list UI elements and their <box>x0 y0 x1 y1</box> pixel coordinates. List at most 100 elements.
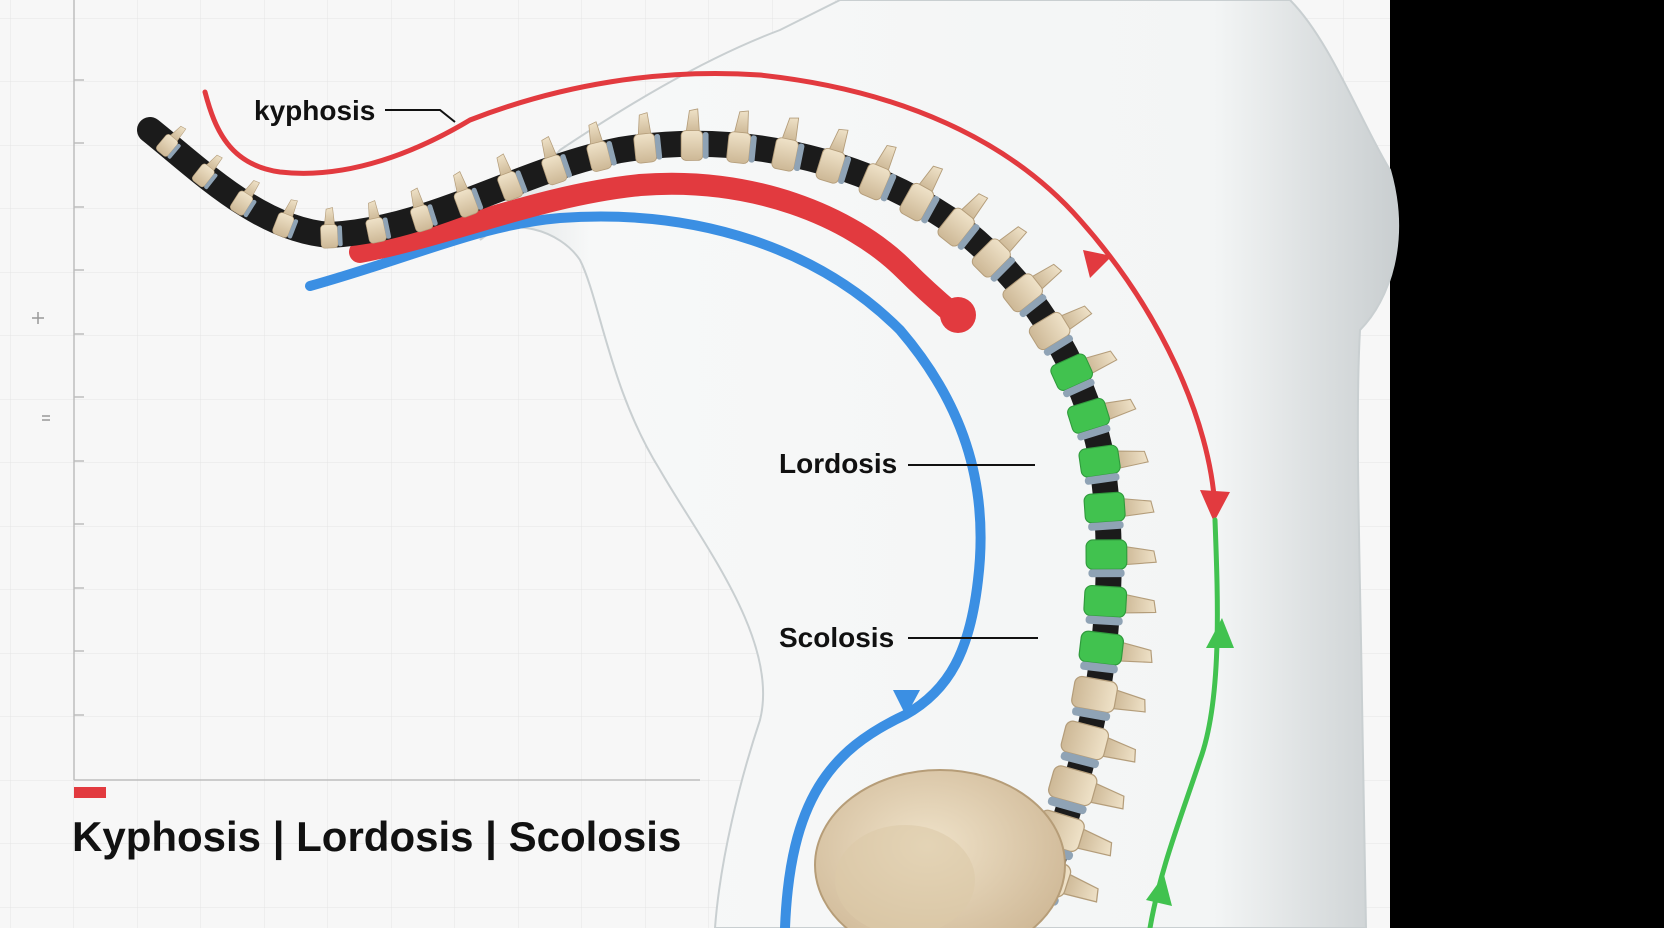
intervertebral-disc <box>382 217 392 239</box>
intervertebral-disc <box>990 257 1016 282</box>
vertebral-body <box>858 163 891 201</box>
vertebra <box>586 121 617 172</box>
crosshair-icon <box>32 312 50 421</box>
intervertebral-disc <box>1088 521 1124 531</box>
vertebral-body <box>156 134 179 157</box>
vertebral-body <box>365 217 387 244</box>
vertebral-body <box>815 148 846 184</box>
vertebra <box>1067 397 1137 441</box>
intervertebral-disc <box>606 140 617 166</box>
vertebral-body <box>1078 630 1124 666</box>
intervertebral-disc <box>1063 378 1095 398</box>
intervertebral-disc <box>1085 615 1123 626</box>
vertebra <box>1060 720 1137 769</box>
intervertebral-disc <box>1080 661 1118 674</box>
vertebral-body <box>937 207 975 247</box>
vertebra <box>1078 630 1153 674</box>
kyphosis-arrow-icon-2 <box>1200 490 1230 522</box>
vertebral-body <box>1048 765 1098 807</box>
kyphosis-label: kyphosis <box>254 95 375 126</box>
intervertebral-disc <box>921 195 940 224</box>
vertebra <box>320 207 343 249</box>
intervertebral-disc <box>337 225 343 247</box>
kyphosis-leader <box>385 109 456 123</box>
title-accent-bar <box>74 787 106 798</box>
lordosis-curve <box>305 211 986 928</box>
vertebral-body <box>1085 539 1128 570</box>
vertebral-body <box>1028 311 1071 351</box>
intervertebral-disc <box>1019 294 1047 318</box>
vertebra <box>541 135 572 186</box>
intervertebral-disc <box>748 135 757 163</box>
intervertebral-disc <box>1072 707 1111 721</box>
intervertebral-disc <box>560 154 572 178</box>
vertebral-body <box>272 212 295 238</box>
intervertebral-disc <box>515 170 528 194</box>
vertebra <box>272 199 299 239</box>
vertebra <box>496 153 528 202</box>
vertebra <box>410 187 438 233</box>
intervertebral-disc <box>287 219 299 239</box>
vertebral-body <box>726 131 752 164</box>
intervertebral-disc <box>1088 569 1125 578</box>
lordosis-arrow-icon <box>893 690 920 716</box>
page-title: Kyphosis | Lordosis | Scolosis <box>72 813 681 861</box>
vertebra <box>899 165 944 224</box>
intervertebral-disc <box>471 187 484 210</box>
vertebra <box>230 180 260 218</box>
lordosis-label: Lordosis <box>779 448 897 479</box>
intervertebral-disc <box>1047 796 1087 815</box>
vertebral-body <box>633 132 657 164</box>
vertebra <box>453 171 484 218</box>
vertebra <box>1002 263 1063 318</box>
scolosis-arrow-icon-1 <box>1206 618 1234 648</box>
intervertebral-disc <box>957 223 980 250</box>
vertebra <box>365 200 392 244</box>
scolosis-arrow-icon-2 <box>1146 875 1172 906</box>
vertebra <box>726 110 757 164</box>
kyphosis-arrow-icon-1 <box>1083 250 1112 278</box>
intervertebral-disc <box>1077 424 1111 441</box>
vertebral-body <box>971 238 1011 278</box>
axis-ticks <box>73 0 700 781</box>
intervertebral-disc <box>167 143 181 159</box>
vertebral-body <box>680 130 704 161</box>
vertebra <box>156 125 187 159</box>
vertebra <box>1047 765 1125 815</box>
vertebral-body <box>1002 273 1043 313</box>
intervertebral-disc <box>1084 473 1120 485</box>
vertebral-body <box>1078 444 1121 478</box>
intervertebral-disc <box>654 134 663 160</box>
vertebra <box>1083 491 1155 531</box>
vertebra <box>1028 305 1093 356</box>
leader-lines <box>385 109 1038 639</box>
vertebra <box>815 128 852 185</box>
kyphosis-band-end <box>940 297 976 333</box>
intervertebral-disc <box>702 132 709 159</box>
vertebra <box>1050 350 1118 398</box>
kyphosis-inner-band <box>349 172 971 331</box>
intervertebral-disc <box>204 173 218 190</box>
vertebra <box>1078 444 1149 485</box>
vertebral-body <box>497 171 523 202</box>
vertebra <box>1083 584 1157 626</box>
vertebra <box>192 154 223 190</box>
intervertebral-disc <box>1043 334 1074 356</box>
vertebral-body <box>320 224 339 249</box>
vertebral-body <box>1083 491 1126 524</box>
vertebral-body <box>1083 584 1128 618</box>
intervertebral-disc <box>1060 751 1100 769</box>
intervertebral-disc <box>243 199 257 218</box>
vertebral-body <box>1071 675 1118 714</box>
kyphosis-outer-curve <box>202 70 1218 511</box>
vertebra <box>971 226 1028 282</box>
scolosis-curve <box>1147 517 1220 928</box>
vertebra <box>771 117 805 172</box>
vertebral-body <box>1060 720 1110 761</box>
vertebra <box>937 193 989 250</box>
scolosis-label: Scolosis <box>779 622 894 653</box>
intervertebral-disc <box>838 156 852 185</box>
intervertebral-disc <box>880 173 897 202</box>
